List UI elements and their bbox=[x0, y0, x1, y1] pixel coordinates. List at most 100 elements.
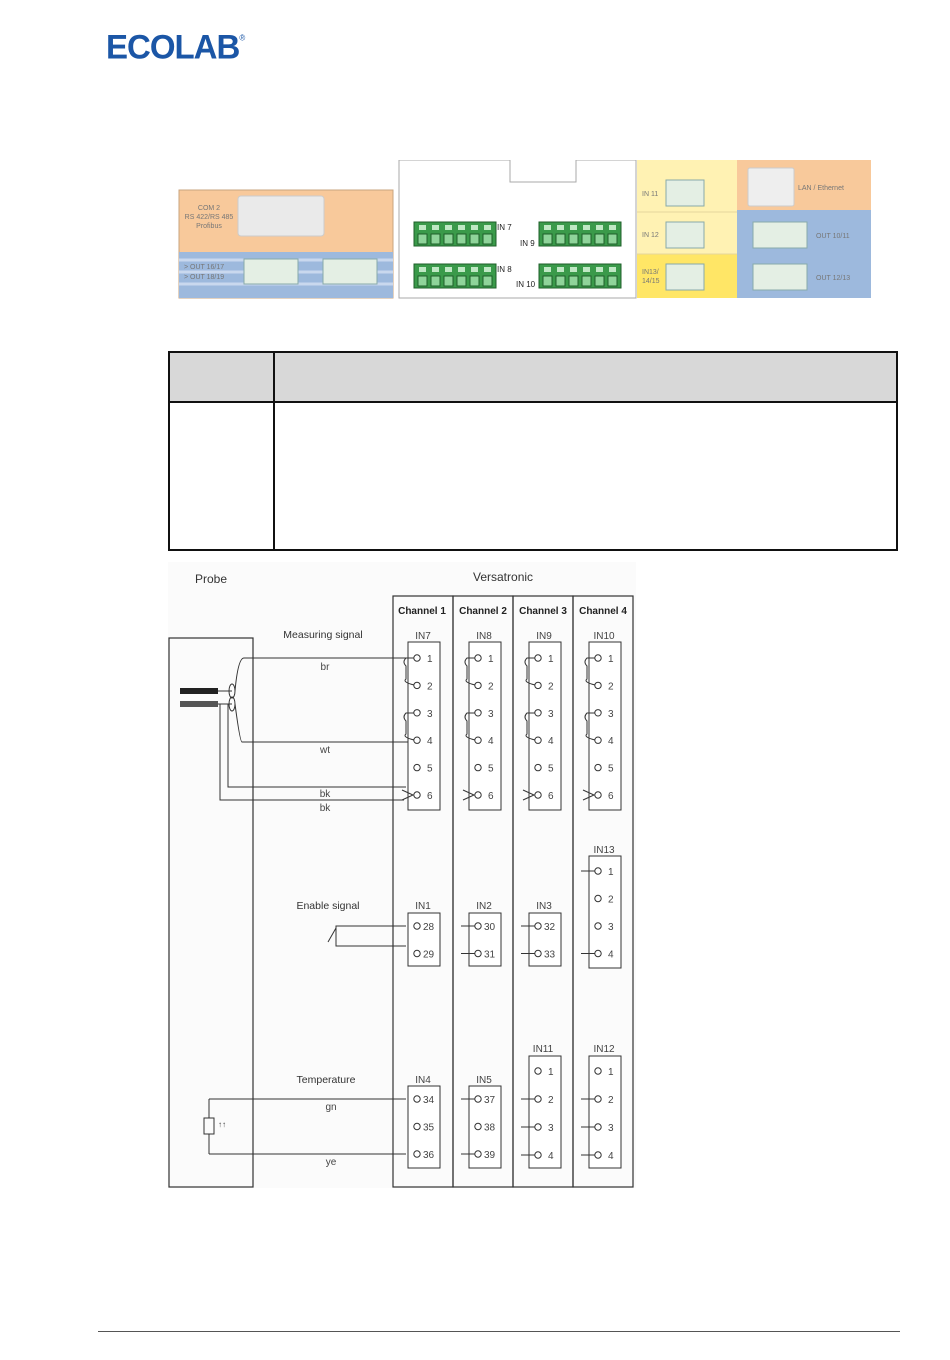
svg-text:1: 1 bbox=[488, 654, 494, 665]
terminal-block bbox=[528, 641, 562, 811]
svg-text:36: 36 bbox=[423, 1150, 435, 1161]
block-label-in7: IN7 bbox=[415, 631, 431, 642]
in13-label: IN13/ bbox=[642, 269, 659, 276]
svg-text:34: 34 bbox=[423, 1095, 435, 1106]
block-label-in1: IN1 bbox=[415, 901, 431, 912]
svg-text:↑↑: ↑↑ bbox=[218, 1120, 226, 1129]
out1617-label: > OUT 16/17 bbox=[184, 264, 224, 271]
block-label-in8: IN8 bbox=[476, 631, 492, 642]
svg-text:2: 2 bbox=[427, 681, 433, 692]
svg-text:33: 33 bbox=[544, 950, 556, 961]
block-label-in2: IN2 bbox=[476, 901, 492, 912]
in11-label: IN 11 bbox=[642, 191, 658, 198]
block-label-in10: IN10 bbox=[593, 631, 615, 642]
svg-text:3: 3 bbox=[488, 709, 494, 720]
wire-gn-label: gn bbox=[325, 1102, 336, 1113]
wire-wt-label: wt bbox=[319, 745, 330, 756]
terminal-block bbox=[407, 641, 441, 811]
svg-text:30: 30 bbox=[484, 922, 496, 933]
svg-text:2: 2 bbox=[608, 681, 614, 692]
svg-text:3: 3 bbox=[548, 1123, 554, 1134]
svg-text:2: 2 bbox=[488, 681, 494, 692]
svg-text:5: 5 bbox=[488, 764, 494, 775]
svg-text:3: 3 bbox=[608, 922, 614, 933]
channel-2-label: Channel 2 bbox=[459, 606, 507, 617]
svg-text:1: 1 bbox=[548, 654, 554, 665]
svg-text:4: 4 bbox=[427, 736, 433, 747]
block-label-in9: IN9 bbox=[536, 631, 552, 642]
svg-text:4: 4 bbox=[548, 736, 554, 747]
svg-text:38: 38 bbox=[484, 1123, 496, 1134]
wiring-diagram: Probe Versatronic Channel 1 Channel 2 Ch… bbox=[168, 562, 636, 1188]
in12-label: IN 12 bbox=[642, 232, 659, 239]
svg-text:6: 6 bbox=[608, 791, 614, 802]
out1213-label: OUT 12/13 bbox=[816, 275, 850, 282]
terminal-block-in13 bbox=[588, 855, 622, 969]
svg-text:6: 6 bbox=[548, 791, 554, 802]
svg-text:28: 28 bbox=[423, 922, 435, 933]
in11-block-label: IN11 bbox=[533, 1044, 554, 1055]
svg-text:35: 35 bbox=[423, 1123, 435, 1134]
svg-text:32: 32 bbox=[544, 922, 556, 933]
in9-label: IN 9 bbox=[520, 239, 535, 248]
green-terminal-block bbox=[413, 221, 497, 247]
in13-block-label: IN13 bbox=[593, 845, 615, 856]
terminal-block bbox=[468, 912, 502, 967]
terminal-block bbox=[407, 912, 441, 967]
svg-text:37: 37 bbox=[484, 1095, 496, 1106]
in1415-label: 14/15 bbox=[642, 278, 660, 285]
wire-ye-label: ye bbox=[326, 1157, 337, 1168]
out1011-label: OUT 10/11 bbox=[816, 233, 850, 240]
rs-label: RS 422/RS 485 bbox=[185, 214, 234, 221]
wire-bk-label: bk bbox=[320, 789, 332, 800]
svg-text:1: 1 bbox=[608, 654, 614, 665]
svg-text:1: 1 bbox=[608, 867, 614, 878]
svg-text:6: 6 bbox=[488, 791, 494, 802]
terminal-block bbox=[588, 641, 622, 811]
wire-bk2-label: bk bbox=[320, 803, 332, 814]
com2-label: COM 2 bbox=[198, 205, 220, 212]
green-terminal-block bbox=[538, 221, 622, 247]
svg-text:4: 4 bbox=[548, 1151, 554, 1162]
svg-text:4: 4 bbox=[608, 1151, 614, 1162]
probe-box bbox=[168, 637, 254, 1188]
ecolab-logo: ECOLAB® bbox=[106, 27, 245, 66]
in7-label: IN 7 bbox=[497, 223, 512, 232]
svg-text:6: 6 bbox=[427, 791, 433, 802]
in12-block-label: IN12 bbox=[593, 1044, 615, 1055]
enable-signal-label: Enable signal bbox=[296, 900, 359, 912]
terminal-block bbox=[588, 1055, 622, 1169]
channel-4-label: Channel 4 bbox=[579, 606, 627, 617]
versatronic-title: Versatronic bbox=[473, 570, 533, 584]
svg-text:3: 3 bbox=[608, 709, 614, 720]
lan-label: LAN / Ethernet bbox=[798, 185, 844, 192]
temperature-label: Temperature bbox=[297, 1074, 356, 1086]
terminal-block bbox=[528, 912, 562, 967]
measuring-signal-label: Measuring signal bbox=[283, 629, 362, 641]
svg-text:39: 39 bbox=[484, 1150, 496, 1161]
svg-text:5: 5 bbox=[427, 764, 433, 775]
svg-text:4: 4 bbox=[608, 950, 614, 961]
channel-1-label: Channel 1 bbox=[398, 606, 446, 617]
svg-text:4: 4 bbox=[488, 736, 494, 747]
svg-text:3: 3 bbox=[427, 709, 433, 720]
svg-text:4: 4 bbox=[608, 736, 614, 747]
svg-text:29: 29 bbox=[423, 950, 435, 961]
svg-text:1: 1 bbox=[427, 654, 433, 665]
block-label-in3: IN3 bbox=[536, 901, 552, 912]
out1819-label: > OUT 18/19 bbox=[184, 274, 224, 281]
terminal-block bbox=[528, 1055, 562, 1169]
in10-label: IN 10 bbox=[516, 280, 536, 289]
svg-text:1: 1 bbox=[608, 1067, 614, 1078]
profibus-label: Profibus bbox=[196, 223, 222, 230]
svg-text:3: 3 bbox=[608, 1123, 614, 1134]
svg-text:2: 2 bbox=[548, 681, 554, 692]
wire-br-label: br bbox=[321, 662, 331, 673]
channel-3-label: Channel 3 bbox=[519, 606, 567, 617]
svg-text:1: 1 bbox=[548, 1067, 554, 1078]
svg-text:2: 2 bbox=[608, 1095, 614, 1106]
svg-text:5: 5 bbox=[608, 764, 614, 775]
svg-text:5: 5 bbox=[548, 764, 554, 775]
green-terminal-block bbox=[413, 263, 497, 289]
info-table bbox=[168, 351, 898, 551]
